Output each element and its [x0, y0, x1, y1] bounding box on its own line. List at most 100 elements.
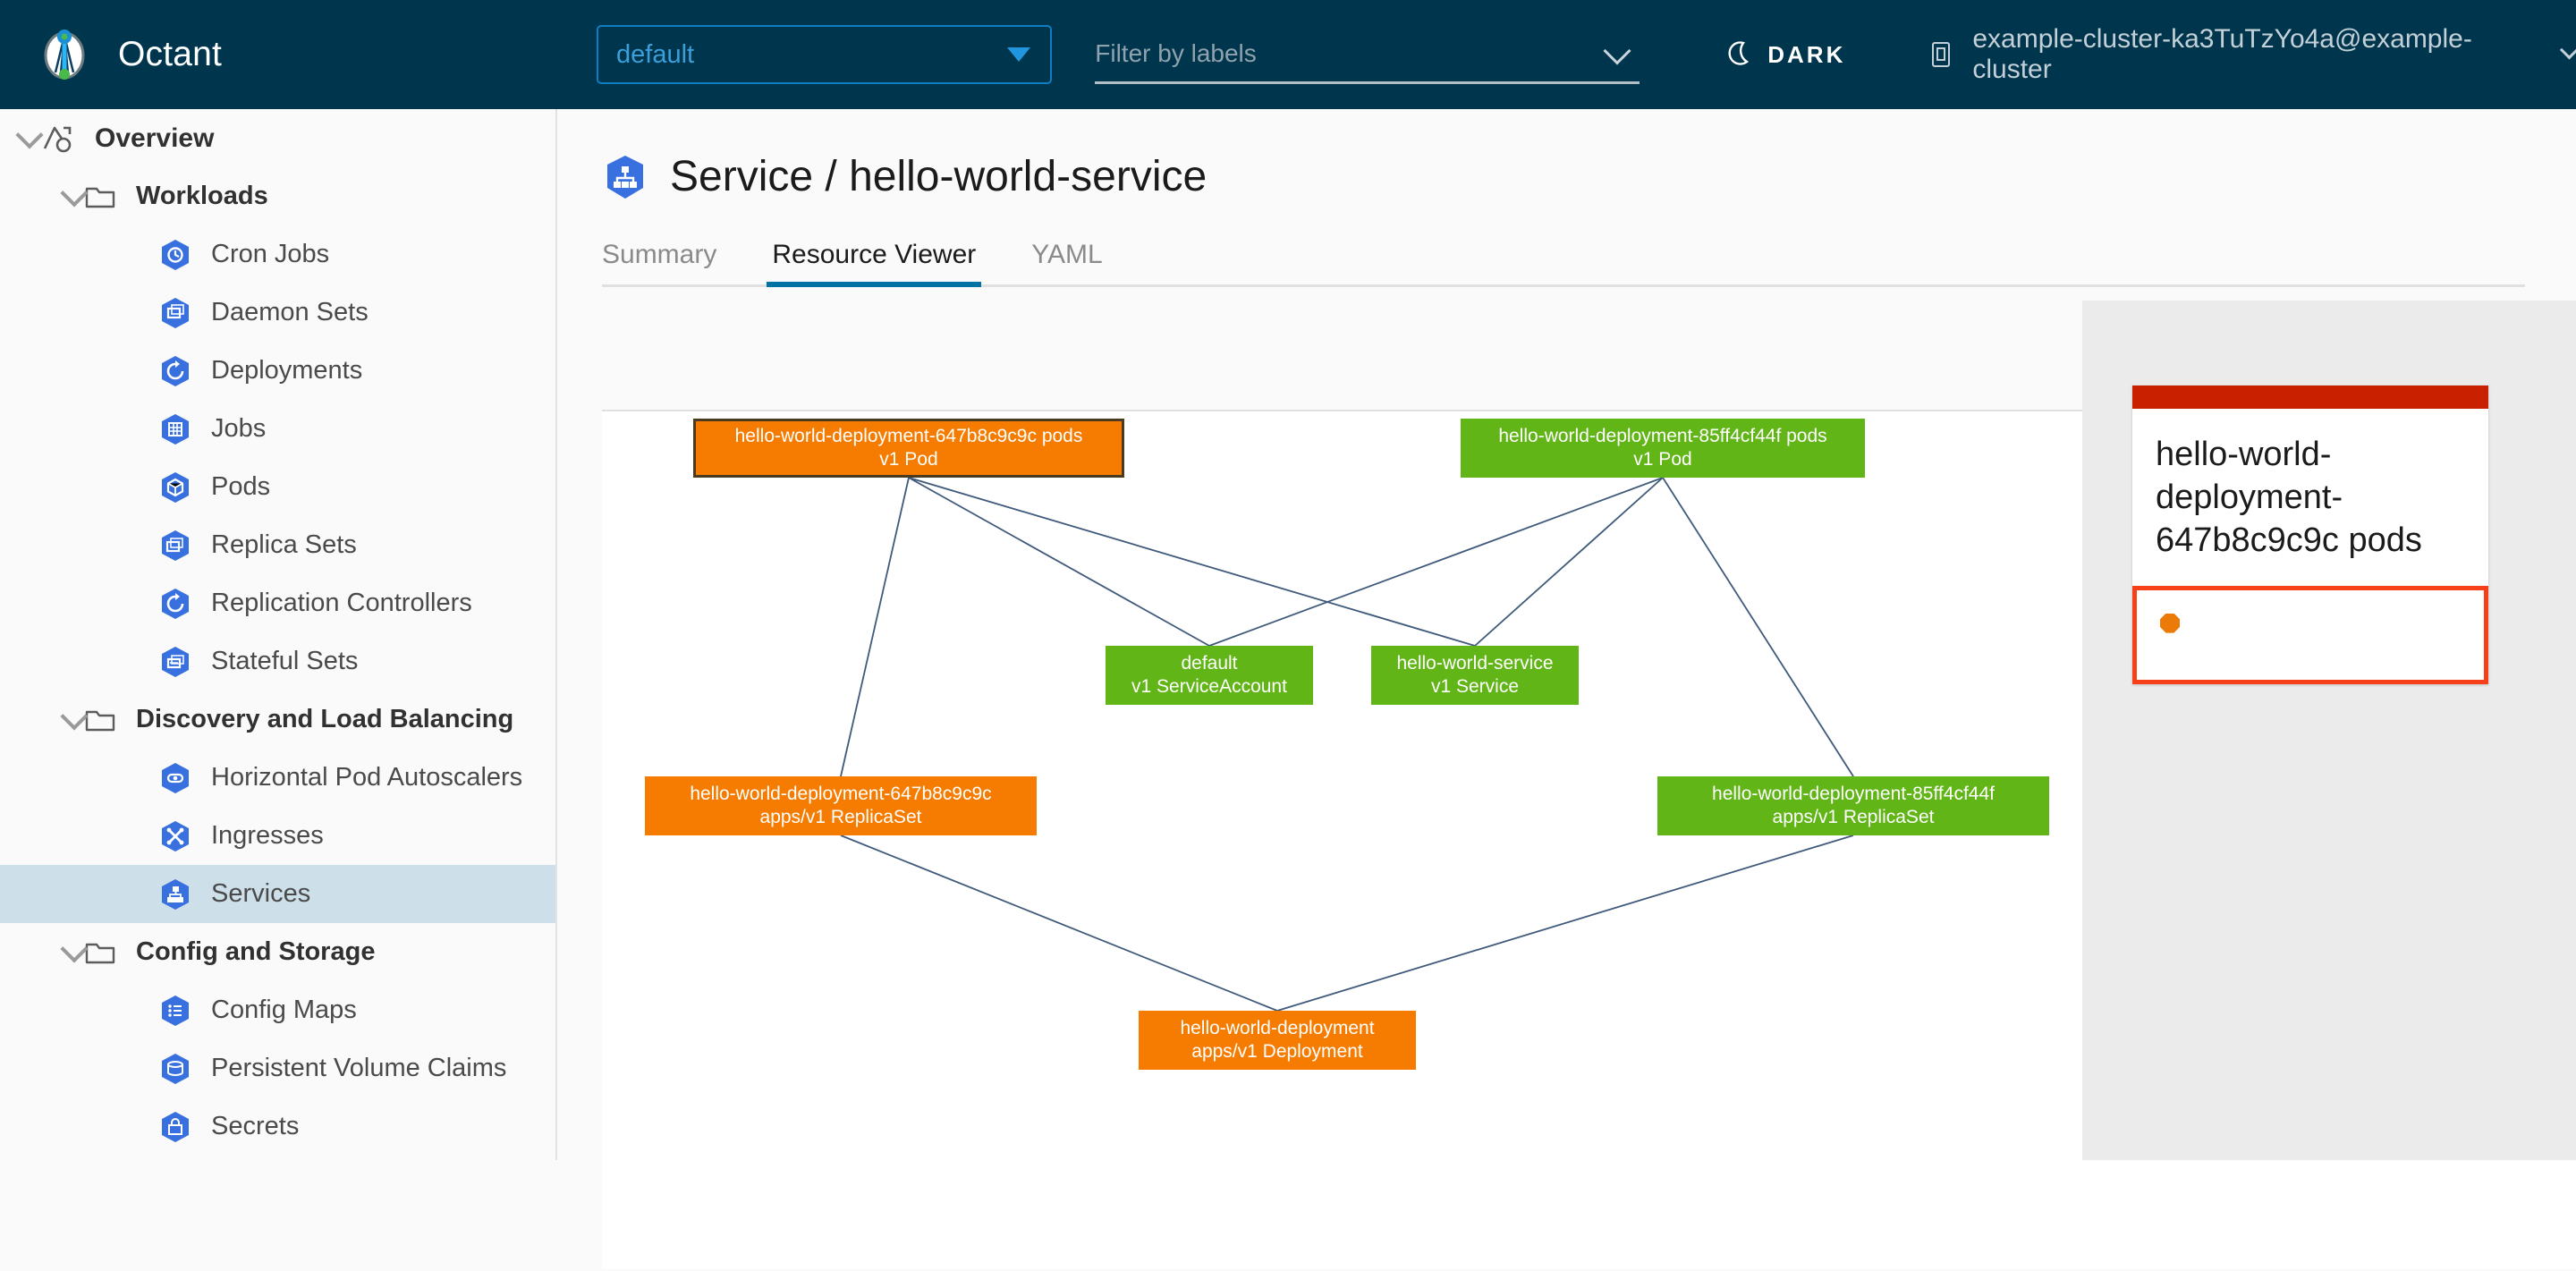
folder-icon — [84, 939, 116, 966]
graph-node-kind: apps/v1 ReplicaSet — [1772, 807, 1935, 827]
graph-edges — [840, 477, 1854, 1012]
sidebar-item-overview[interactable]: Overview — [0, 109, 555, 167]
theme-toggle-button[interactable]: DARK — [1724, 39, 1845, 70]
graph-node-kind: apps/v1 ReplicaSet — [759, 807, 922, 827]
graph-node-kind: v1 Pod — [1633, 449, 1692, 470]
sidebar-item-workloads[interactable]: Workloads — [0, 167, 555, 225]
moon-icon — [1724, 39, 1755, 70]
tab-summary[interactable]: Summary — [602, 240, 717, 269]
configmap-icon — [159, 995, 191, 1027]
sidebar-item-label: Stateful Sets — [211, 647, 359, 675]
statefulset-icon — [159, 646, 191, 678]
overview-icon — [39, 123, 75, 154]
sidebar-item-label: Pods — [211, 472, 271, 501]
graph-node-kind: v1 ServiceAccount — [1131, 676, 1287, 697]
sidebar-item-persistent-volume-claims[interactable]: Persistent Volume Claims — [0, 1039, 555, 1097]
sidebar-item-label: Secrets — [211, 1112, 300, 1140]
replicaset-icon — [159, 530, 191, 562]
app-header: Octant default Filter by labels DARK exa… — [0, 0, 2576, 109]
graph-node-name: hello-world-deployment-647b8c9c9c pods — [734, 426, 1083, 447]
sidebar-item-services[interactable]: Services — [0, 865, 555, 923]
service-icon — [602, 154, 648, 200]
namespace-select[interactable]: default — [597, 25, 1053, 84]
sidebar-item-label: Config Maps — [211, 996, 357, 1024]
chevron-down-icon — [2559, 39, 2576, 59]
graph-node-name: hello-world-deployment-85ff4cf44f — [1712, 784, 1995, 805]
page-title: Service / hello-world-service — [670, 153, 1208, 200]
detail-card-accent-bar — [2132, 386, 2488, 409]
graph-node-name: hello-world-deployment — [1180, 1018, 1375, 1039]
detail-panel: hello-world-deployment-647b8c9c9c pods — [2082, 301, 2576, 1160]
folder-icon — [84, 183, 116, 210]
cronjob-icon — [159, 239, 191, 271]
caret-down-icon — [1007, 47, 1031, 62]
sidebar-item-label: Discovery and Load Balancing — [136, 705, 514, 733]
graph-node-name: hello-world-deployment-647b8c9c9c — [690, 784, 992, 805]
graph-node-name: hello-world-service — [1396, 653, 1554, 674]
sidebar-item-label: Services — [211, 879, 311, 908]
detail-card[interactable]: hello-world-deployment-647b8c9c9c pods — [2132, 386, 2488, 684]
job-icon — [159, 413, 191, 445]
detail-status-box[interactable] — [2132, 585, 2488, 684]
chevron-down-icon — [1603, 37, 1631, 65]
graph-node-kind: apps/v1 Deployment — [1191, 1041, 1363, 1062]
sidebar-item-label: Cron Jobs — [211, 240, 330, 268]
sidebar-item-label: Horizontal Pod Autoscalers — [211, 763, 523, 792]
label-filter-placeholder: Filter by labels — [1095, 38, 1257, 67]
graph-node-kind: v1 Pod — [879, 449, 938, 470]
sidebar-item-cron-jobs[interactable]: Cron Jobs — [0, 225, 555, 284]
graph-node-kind: v1 Service — [1430, 676, 1520, 697]
octant-logo-icon — [36, 26, 93, 83]
sidebar-item-config-and-storage[interactable]: Config and Storage — [0, 923, 555, 981]
hpa-icon — [159, 762, 191, 794]
theme-toggle-label: DARK — [1767, 40, 1846, 68]
daemonset-icon — [159, 297, 191, 329]
graph-node-name: hello-world-deployment-85ff4cf44f pods — [1498, 426, 1827, 447]
detail-card-title: hello-world-deployment-647b8c9c9c pods — [2156, 436, 2422, 559]
cluster-context-select[interactable]: example-cluster-ka3TuTzYo4a@example-clus… — [1926, 24, 2576, 85]
brand: Octant — [36, 26, 572, 83]
sidebar-item-jobs[interactable]: Jobs — [0, 400, 555, 458]
page-header: Service / hello-world-service — [602, 152, 2576, 201]
replicationcontroller-icon — [159, 588, 191, 620]
namespace-select-value: default — [616, 39, 695, 69]
sidebar-item-label: Replication Controllers — [211, 589, 472, 617]
sidebar-item-label: Daemon Sets — [211, 298, 369, 326]
cluster-context-name: example-cluster-ka3TuTzYo4a@example-clus… — [1972, 24, 2472, 84]
sidebar-item-secrets[interactable]: Secrets — [0, 1097, 555, 1156]
graph-node-name: default — [1181, 653, 1238, 674]
sidebar-item-discovery-and-load-balancing[interactable]: Discovery and Load Balancing — [0, 691, 555, 749]
sidebar-item-replica-sets[interactable]: Replica Sets — [0, 516, 555, 574]
cluster-icon — [1926, 39, 1956, 70]
tab-resource-viewer[interactable]: Resource Viewer — [767, 240, 982, 287]
tab-yaml[interactable]: YAML — [1031, 240, 1103, 269]
sidebar-item-label: Replica Sets — [211, 530, 357, 559]
sidebar-item-deployments[interactable]: Deployments — [0, 342, 555, 400]
folder-icon — [84, 707, 116, 733]
secret-icon — [159, 1111, 191, 1143]
pvc-icon — [159, 1053, 191, 1085]
sidebar-item-replication-controllers[interactable]: Replication Controllers — [0, 574, 555, 632]
deployment-icon — [159, 355, 191, 387]
sidebar-item-label: Config and Storage — [136, 937, 376, 966]
sidebar-item-stateful-sets[interactable]: Stateful Sets — [0, 632, 555, 691]
service-icon — [159, 878, 191, 911]
sidebar-item-pods[interactable]: Pods — [0, 458, 555, 516]
ingress-icon — [159, 820, 191, 852]
sidebar-item-ingresses[interactable]: Ingresses — [0, 807, 555, 865]
sidebar-item-config-maps[interactable]: Config Maps — [0, 981, 555, 1039]
sidebar-item-horizontal-pod-autoscalers[interactable]: Horizontal Pod Autoscalers — [0, 749, 555, 807]
sidebar-item-label: Workloads — [136, 182, 268, 210]
sidebar-item-daemon-sets[interactable]: Daemon Sets — [0, 284, 555, 342]
sidebar-item-label: Ingresses — [211, 821, 324, 850]
label-filter-input[interactable]: Filter by labels — [1095, 25, 1640, 84]
